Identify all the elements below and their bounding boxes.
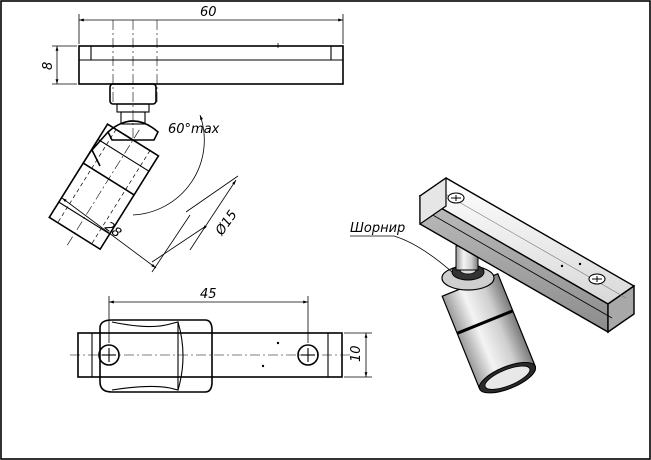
isometric-view: Шорнир bbox=[350, 176, 636, 394]
label-hinge: Шорнир bbox=[350, 221, 405, 236]
dim-screw-spacing: 45 bbox=[200, 287, 217, 302]
dim-height-top: 8 bbox=[41, 62, 56, 70]
dim-angle: 60°max bbox=[168, 122, 220, 137]
dim-height-bottom: 10 bbox=[349, 345, 364, 362]
dim-diameter: Ø15 bbox=[212, 208, 240, 239]
top-view: 60 8 60°max 28 bbox=[41, 5, 344, 273]
dim-length-top: 60 bbox=[200, 5, 217, 20]
bottom-view: 45 10 bbox=[70, 287, 372, 393]
